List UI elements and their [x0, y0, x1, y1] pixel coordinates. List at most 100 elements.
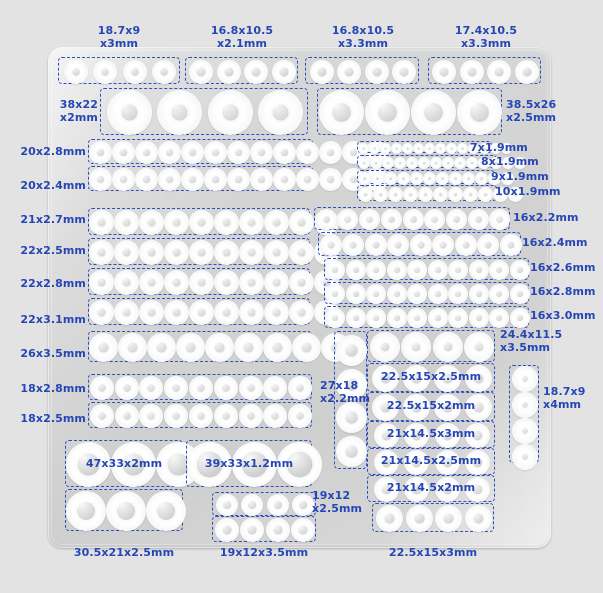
compartment-group — [324, 258, 530, 280]
o-ring-washer — [463, 186, 478, 202]
compartment-group — [185, 57, 298, 84]
compartment-group — [318, 232, 522, 256]
dimension-label: 22.5x15x2mm — [386, 399, 476, 412]
o-ring-washer — [405, 505, 433, 532]
compartment-group — [100, 88, 308, 135]
o-ring-washer — [386, 260, 407, 280]
compartment-group — [212, 516, 316, 542]
o-ring-washer — [465, 477, 491, 502]
washer-cells — [89, 403, 313, 428]
dimension-label: 18x2.8mm — [20, 382, 86, 395]
washer-cells — [429, 58, 540, 84]
washer-cells — [368, 331, 495, 362]
o-ring-washer — [457, 142, 468, 154]
o-ring-washer — [369, 142, 380, 154]
o-ring-washer — [289, 210, 314, 235]
o-ring-washer — [244, 59, 269, 84]
o-ring-washer — [445, 209, 467, 230]
o-ring-washer — [289, 240, 314, 265]
washer-cells — [213, 493, 315, 516]
o-ring-washer — [423, 171, 436, 185]
dimension-label: 9x1.9mm — [491, 170, 549, 183]
compartment-group — [367, 363, 495, 392]
compartment-group — [88, 139, 388, 164]
o-ring-washer — [407, 308, 428, 328]
o-ring-washer — [401, 332, 432, 362]
washer-cells — [89, 209, 339, 235]
compartment-group — [357, 155, 526, 169]
o-ring-washer — [89, 210, 114, 235]
o-ring-washer — [336, 436, 367, 468]
o-ring-washer — [214, 210, 239, 235]
o-ring-washer — [189, 210, 214, 235]
o-ring-washer — [364, 59, 389, 84]
washer-cells — [358, 142, 512, 154]
o-ring-washer — [139, 404, 164, 428]
o-ring-washer — [410, 171, 423, 185]
dimension-label: 26x3.5mm — [20, 347, 86, 360]
o-ring-washer — [164, 404, 189, 428]
o-ring-washer — [359, 209, 381, 230]
o-ring-washer — [501, 142, 512, 154]
o-ring-washer — [207, 90, 253, 135]
o-ring-washer — [204, 168, 227, 191]
compartment-group — [88, 238, 339, 265]
o-ring-washer — [371, 171, 384, 185]
compartment-group — [367, 421, 495, 448]
o-ring-washer — [263, 404, 288, 428]
compartment-group — [367, 475, 495, 502]
washer-cells — [89, 167, 388, 191]
o-ring-washer — [489, 260, 510, 280]
o-ring-washer — [89, 240, 114, 265]
o-ring-washer — [489, 284, 510, 304]
washer-cells — [368, 449, 494, 475]
dimension-label: 22x3.1mm — [20, 313, 86, 326]
washer-cells — [373, 504, 493, 532]
o-ring-washer — [427, 260, 448, 280]
dimension-label: 16x3.0mm — [530, 309, 596, 322]
washer-cells — [89, 239, 339, 265]
o-ring-washer — [490, 156, 502, 169]
o-ring-washer — [273, 168, 296, 191]
dimension-label: 21x14.5x2mm — [386, 481, 476, 494]
o-ring-washer — [364, 234, 387, 256]
washer-cells — [368, 393, 494, 421]
o-ring-washer — [139, 240, 164, 265]
o-ring-washer — [466, 156, 478, 169]
o-ring-washer — [239, 270, 264, 295]
compartment-group — [324, 306, 530, 328]
o-ring-washer — [436, 171, 449, 185]
o-ring-washer — [467, 209, 489, 230]
o-ring-washer — [263, 376, 288, 400]
dimension-label: 16x2.4mm — [522, 236, 588, 249]
washer-cells — [89, 332, 350, 362]
o-ring-washer — [139, 376, 164, 400]
compartment-group — [357, 170, 514, 185]
washer-cells — [213, 517, 316, 542]
o-ring-washer — [430, 156, 442, 169]
dimension-label: 38.5x26 x2.5mm — [506, 98, 557, 124]
o-ring-washer — [459, 59, 484, 84]
o-ring-washer — [258, 90, 304, 135]
o-ring-washer — [464, 332, 495, 362]
o-ring-washer — [397, 171, 410, 185]
washer-cells — [66, 490, 186, 531]
o-ring-washer — [164, 376, 189, 400]
o-ring-washer — [158, 141, 181, 164]
dimension-label: 21x14.5x3mm — [386, 427, 476, 440]
o-ring-washer — [413, 142, 424, 154]
o-ring-washer — [512, 444, 538, 470]
o-ring-washer — [442, 156, 454, 169]
o-ring-washer — [403, 365, 430, 392]
o-ring-washer — [488, 171, 501, 185]
o-ring-washer — [462, 171, 475, 185]
washer-cells — [101, 89, 307, 135]
o-ring-washer — [189, 270, 214, 295]
o-ring-washer — [404, 450, 430, 475]
o-ring-washer — [435, 142, 446, 154]
dimension-label: 27x18 x2.2mm — [320, 379, 371, 405]
o-ring-washer — [373, 477, 399, 502]
dimension-label: 21x2.7mm — [20, 213, 86, 226]
o-ring-washer — [264, 300, 289, 325]
o-ring-washer — [387, 234, 409, 256]
